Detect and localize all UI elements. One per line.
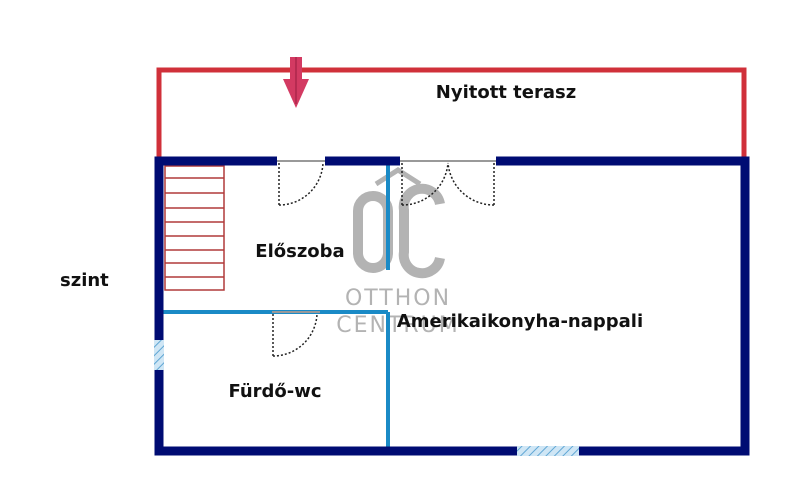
terrace-outline [156, 67, 747, 160]
door-living-double [401, 162, 495, 206]
stairs [164, 165, 225, 291]
label-level: szint [60, 270, 109, 291]
watermark-line2: CENTRUM [336, 313, 460, 338]
watermark-line1: OTTHON [345, 286, 451, 311]
entrance-arrow-icon [283, 57, 309, 108]
door-bathroom [272, 313, 318, 357]
door-thresholds [272, 160, 496, 313]
outer-walls [154, 156, 750, 456]
otthon-centrum-logo-icon: OTTHON CENTRUM [336, 167, 460, 338]
door-hallway [278, 162, 324, 206]
window-bottom [517, 446, 579, 456]
label-terrace: Nyitott terasz [436, 82, 576, 103]
label-hallway: Előszoba [255, 241, 344, 262]
label-bathroom: Fürdő-wc [228, 381, 321, 402]
label-living: Amerikaikonyha-nappali [397, 311, 643, 332]
window-left [154, 340, 164, 370]
